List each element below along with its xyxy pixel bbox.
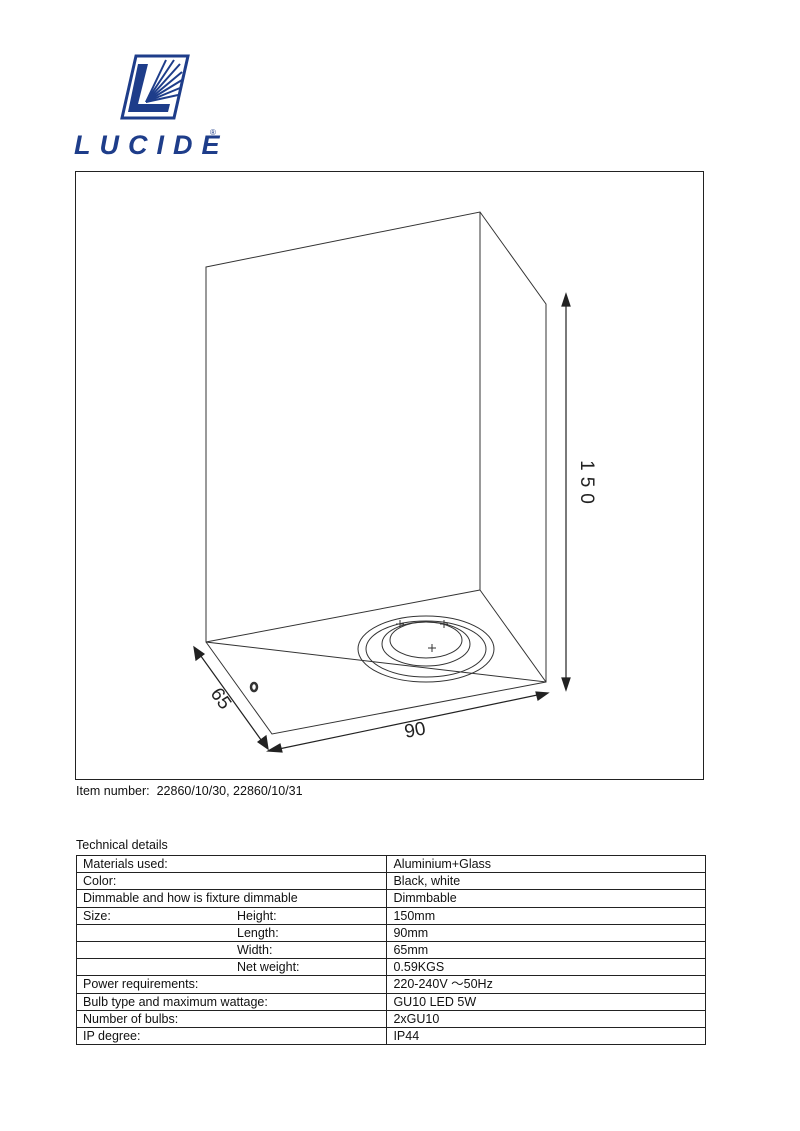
row-value: IP44 bbox=[386, 1026, 706, 1046]
width-dimension-line bbox=[197, 651, 265, 745]
item-number-value: 22860/10/30, 22860/10/31 bbox=[156, 784, 303, 798]
table-row: Net weight: 0.59KGS bbox=[75, 958, 706, 977]
table-row: Materials used: Aluminium+Glass bbox=[75, 854, 706, 874]
height-dimension-label: 150 bbox=[576, 460, 597, 510]
lens-middle-ring bbox=[365, 620, 487, 678]
fixture-front-face bbox=[205, 211, 547, 683]
item-number-label: Item number: bbox=[76, 784, 150, 798]
fixture-bottom-back-edge bbox=[205, 589, 481, 643]
row-value: Aluminium+Glass bbox=[386, 854, 706, 874]
row-value: 65mm bbox=[386, 940, 706, 960]
row-label: Power requirements: bbox=[83, 977, 199, 992]
technical-details-table: Materials used: Aluminium+Glass Color: B… bbox=[75, 854, 706, 1046]
row-sublabel: Net weight: bbox=[237, 960, 300, 975]
fixture-side-edge bbox=[479, 212, 547, 683]
fixture-bottom-front-edge bbox=[205, 641, 547, 735]
table-row: Power requirements: 220-240V ～50Hz bbox=[75, 975, 706, 994]
lucide-logo: LUCIDE ® bbox=[74, 54, 224, 164]
row-value: GU10 LED 5W bbox=[386, 992, 706, 1011]
row-value: Dimmbable bbox=[386, 889, 706, 908]
row-label: Materials used: bbox=[83, 857, 168, 872]
row-value: 2xGU10 bbox=[386, 1009, 706, 1028]
logo-wordmark: LUCIDE bbox=[74, 130, 229, 160]
row-value: 0.59KGS bbox=[386, 958, 706, 977]
lens-outer-ring bbox=[357, 615, 495, 683]
row-label: Size: bbox=[83, 908, 111, 923]
row-sublabel: Height: bbox=[237, 908, 277, 923]
row-label: Number of bulbs: bbox=[83, 1011, 179, 1026]
table-row: Dimmable and how is fixture dimmable Dim… bbox=[75, 889, 706, 908]
row-value: 220-240V ～50Hz bbox=[386, 975, 706, 994]
length-dimension-label: 90 bbox=[403, 718, 427, 742]
lens-inner-ring bbox=[381, 621, 471, 667]
row-value: Black, white bbox=[386, 872, 706, 891]
row-label: Dimmable and how is fixture dimmable bbox=[83, 891, 298, 906]
row-label: Color: bbox=[83, 874, 117, 889]
row-label: IP degree: bbox=[83, 1028, 141, 1043]
technical-drawing: 150 65 90 bbox=[75, 171, 704, 780]
item-number: Item number: 22860/10/30, 22860/10/31 bbox=[76, 784, 303, 798]
table-row: Number of bulbs: 2xGU10 bbox=[75, 1009, 706, 1028]
table-row: IP degree: IP44 bbox=[75, 1026, 706, 1046]
lens-glass bbox=[389, 621, 463, 659]
table-row: Color: Black, white bbox=[75, 872, 706, 891]
fixture-line-drawing: 150 65 90 bbox=[193, 211, 597, 753]
length-dimension-line bbox=[273, 693, 543, 751]
row-value: 90mm bbox=[386, 923, 706, 942]
row-label: Bulb type and maximum wattage: bbox=[83, 994, 268, 1009]
row-value: 150mm bbox=[386, 906, 706, 925]
width-dimension-label: 65 bbox=[206, 684, 235, 713]
row-sublabel: Length: bbox=[237, 925, 279, 940]
lucide-logo-mark bbox=[120, 54, 190, 120]
screw-hole bbox=[249, 681, 259, 693]
table-row: Size: Height: 150mm bbox=[75, 906, 706, 925]
technical-details-title: Technical details bbox=[76, 838, 168, 852]
table-row: Width: 65mm bbox=[75, 940, 706, 960]
row-sublabel: Width: bbox=[237, 942, 273, 957]
table-row: Length: 90mm bbox=[75, 923, 706, 942]
table-row: Bulb type and maximum wattage: GU10 LED … bbox=[75, 992, 706, 1011]
registered-mark: ® bbox=[210, 128, 216, 137]
